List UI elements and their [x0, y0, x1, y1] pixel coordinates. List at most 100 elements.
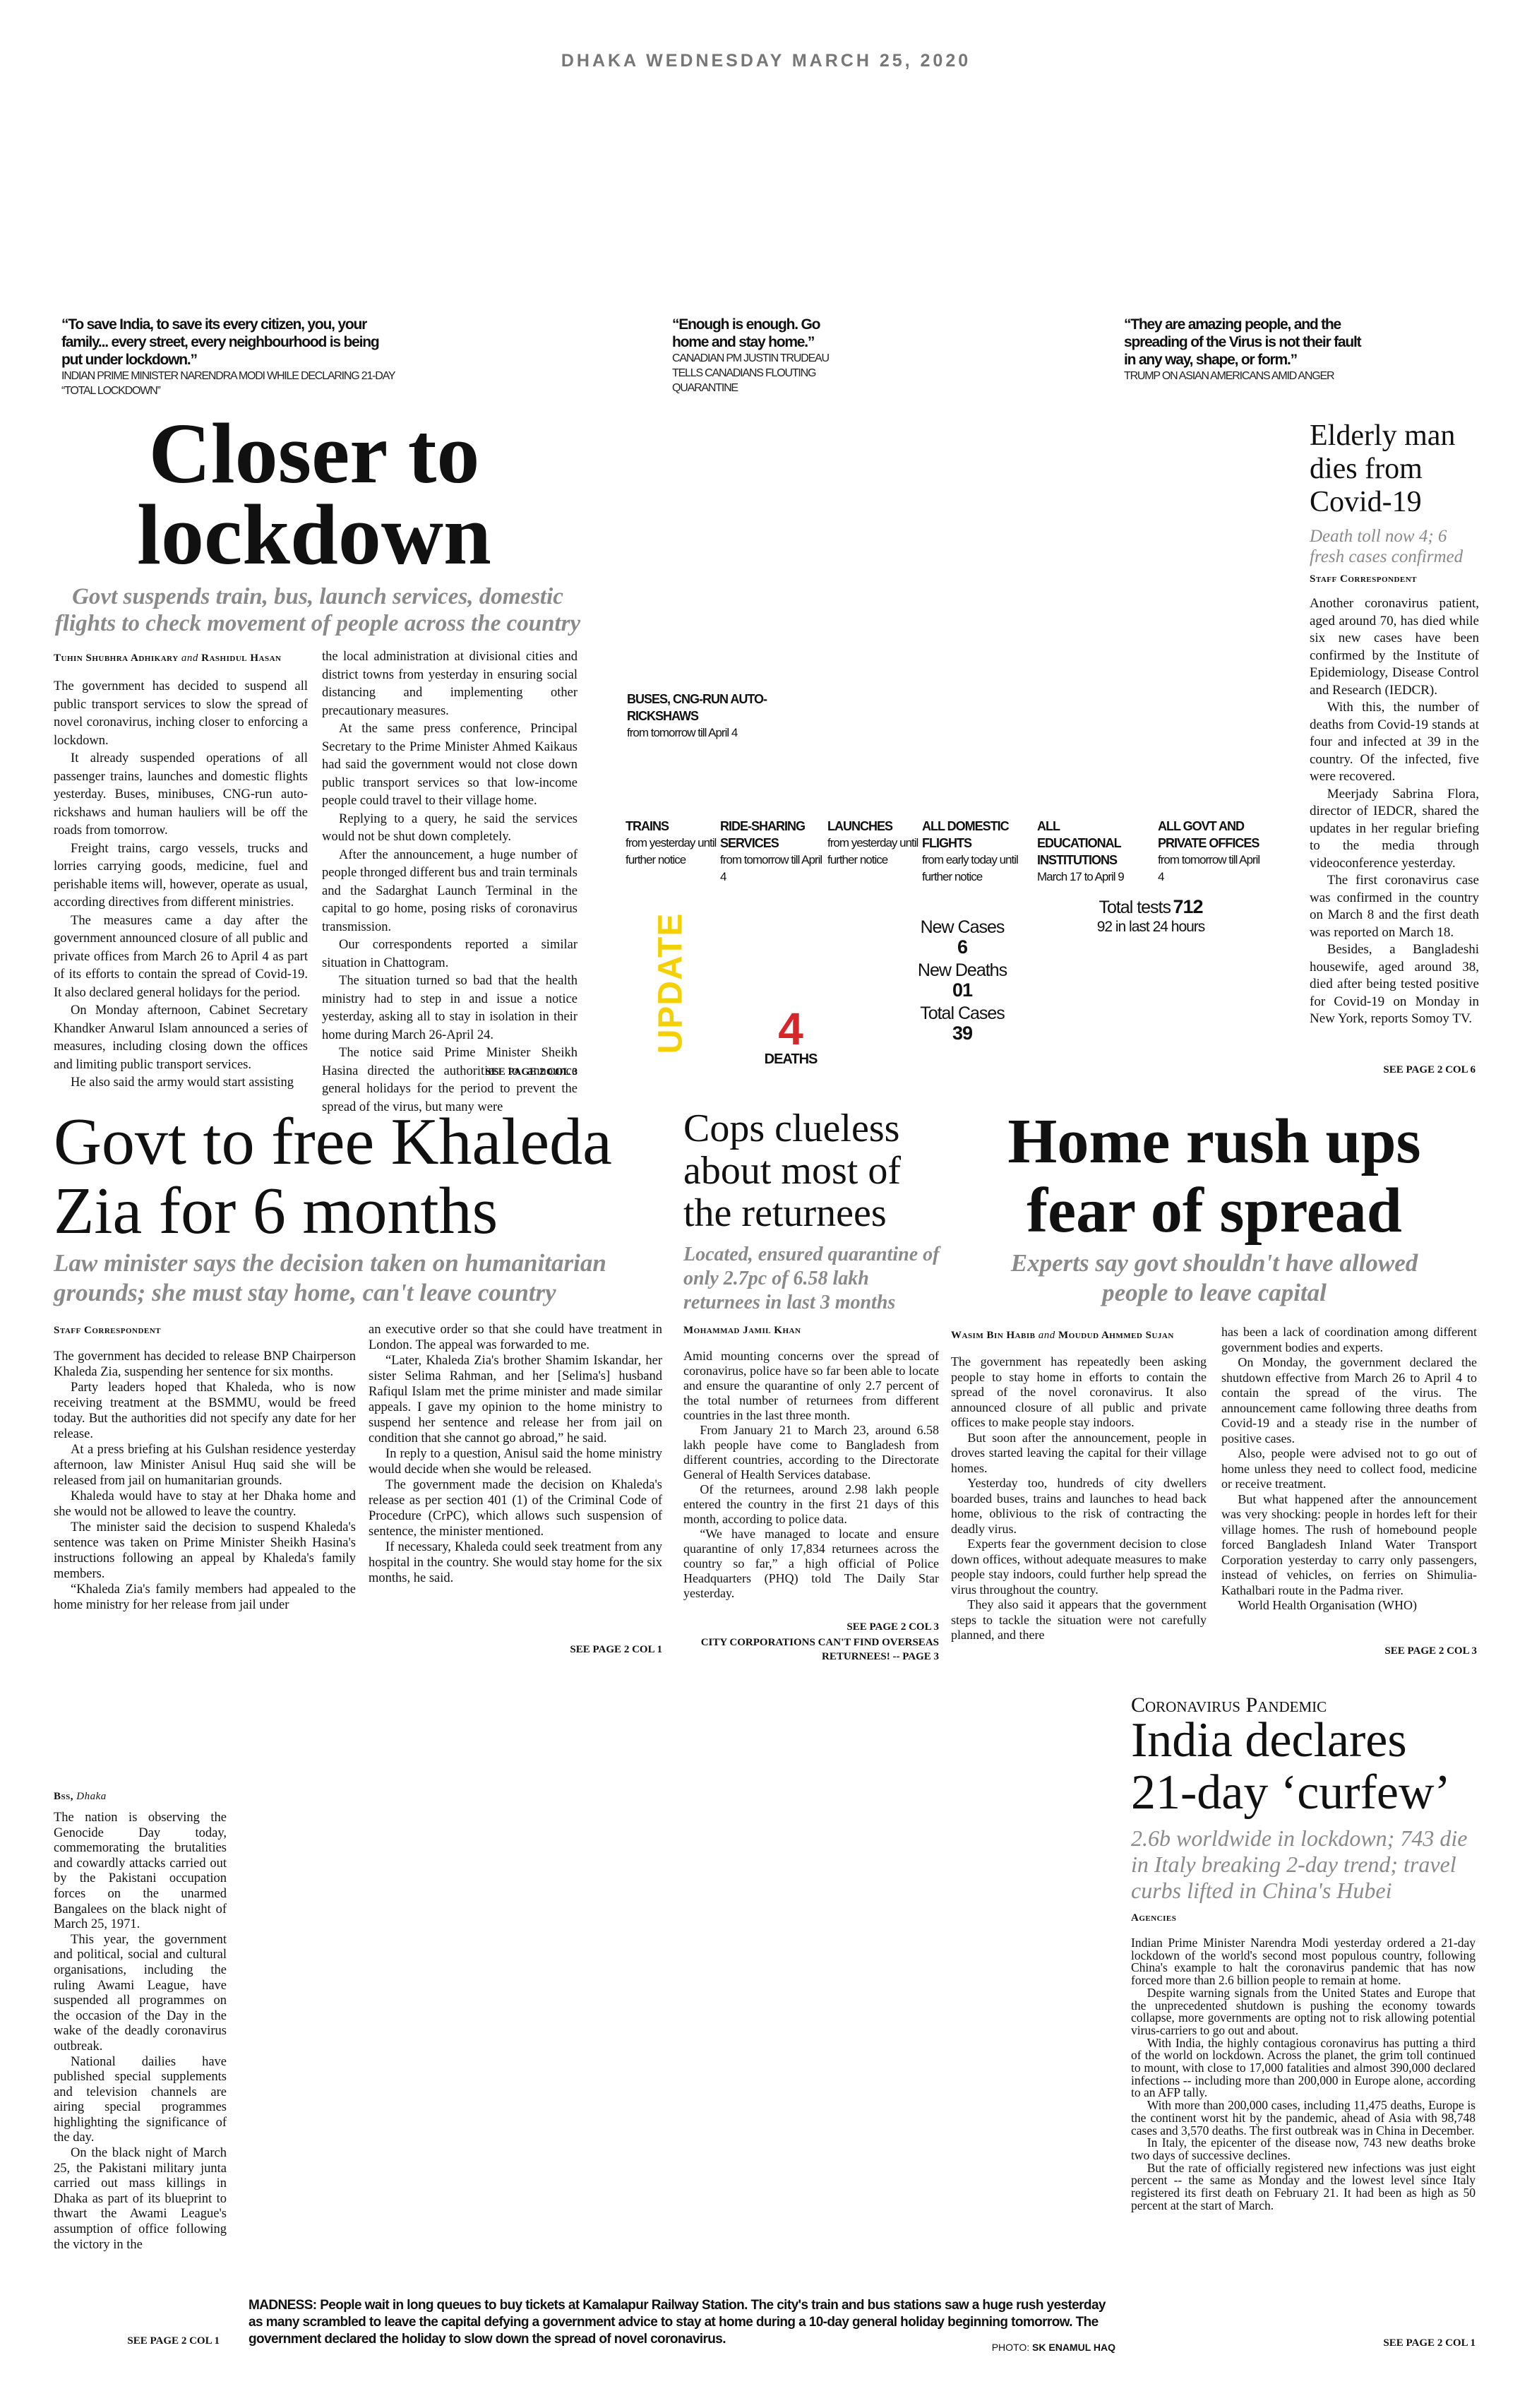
headline-line: lockdown — [137, 487, 491, 583]
author: Rashidul Hasan — [201, 652, 282, 664]
new-cases-label: New Cases — [920, 917, 1005, 937]
paragraph: Meerjady Sabrina Flora, director of IEDC… — [1310, 786, 1479, 871]
update-item: All educational institutionsMarch 17 to … — [1037, 818, 1143, 886]
byline-and: and — [1038, 1330, 1055, 1341]
paragraph: It already suspended operations of all p… — [54, 751, 308, 838]
update-item-title: All domestic flights — [922, 819, 1010, 850]
total-tests-label: Total tests — [1099, 898, 1171, 917]
khaleda-continued-link[interactable]: SEE PAGE 2 COL 1 — [570, 1644, 662, 1655]
paragraph: The notice said Prime Minister Sheikh Ha… — [322, 1046, 578, 1114]
update-item-title: Ride-sharing services — [720, 819, 806, 850]
quote-trudeau: “Enough is enough. Go home and stay home… — [672, 316, 849, 395]
photo-caption: MADNESS: People wait in long queues to b… — [249, 2297, 1117, 2348]
elderly-body: Another coronavirus patient, aged around… — [1310, 595, 1479, 1028]
cops-continued-link[interactable]: SEE PAGE 2 COL 3 — [846, 1621, 939, 1633]
homerush-byline: Wasim Bin Habib and Moudud Ahmmed Sujan — [951, 1330, 1174, 1342]
total-tests-value: 712 — [1173, 896, 1203, 917]
paragraph: The government made the decision on Khal… — [369, 1478, 662, 1539]
stats-block: New Cases 6 New Deaths 01 Total Cases 39 — [906, 917, 1019, 1044]
india-subhead: 2.6b worldwide in lockdown; 743 die in I… — [1131, 1825, 1468, 1903]
dateline: DHAKA WEDNESDAY MARCH 25, 2020 — [561, 51, 971, 71]
paragraph: But the rate of officially registered ne… — [1131, 2160, 1476, 2212]
paragraph: “Khaleda Zia's family members had appeal… — [54, 1583, 356, 1612]
update-item-title: Trains — [626, 819, 669, 833]
credit-label: PHOTO: — [991, 2342, 1030, 2353]
update-item-detail: from tomorrow till April 4 — [720, 853, 822, 883]
lead-headline: Closer to lockdown — [42, 406, 586, 583]
paragraph: If necessary, Khaleda could seek treatme… — [369, 1540, 662, 1585]
paragraph: National dailies have published special … — [54, 2054, 227, 2145]
india-continued-link[interactable]: SEE PAGE 2 COL 1 — [1383, 2337, 1476, 2349]
total-cases-value: 39 — [952, 1023, 973, 1044]
paragraph: World Health Organisation (WHO) — [1238, 1598, 1418, 1612]
paragraph: Besides, a Bangladeshi housewife, aged a… — [1310, 942, 1479, 1026]
update-item: Launchesfrom yesterday until further not… — [827, 818, 933, 869]
khaleda-headline: Govt to free Khaleda Zia for 6 months — [54, 1105, 612, 1248]
paragraph: The first coronavirus case was confirmed… — [1310, 873, 1479, 940]
khaleda-byline: Staff Correspondent — [54, 1325, 162, 1336]
update-item-detail: from tomorrow till April 4 — [1158, 853, 1260, 883]
paragraph: an executive order so that she could hav… — [369, 1323, 662, 1352]
lead-continued-link[interactable]: SEE PAGE 2 COL 3 — [485, 1066, 578, 1078]
homerush-continued-link[interactable]: SEE PAGE 2 COL 3 — [1384, 1645, 1477, 1657]
paragraph: “We have managed to locate and ensure qu… — [683, 1527, 939, 1600]
tests-block: Total tests 712 92 in last 24 hours — [1087, 897, 1214, 936]
paragraph: The nation is observing the Genocide Day… — [54, 1811, 227, 1932]
update-item: Trainsfrom yesterday until further notic… — [626, 818, 731, 869]
cops-related-link[interactable]: CITY CORPORATIONS CAN'T FIND OVERSEAS RE… — [700, 1637, 939, 1662]
paragraph: “Later, Khaleda Zia's brother Shamim Isk… — [369, 1354, 662, 1446]
cops-headline: Cops clueless about most of the returnee… — [683, 1107, 901, 1235]
paragraph: The situation turned so bad that the hea… — [322, 974, 578, 1042]
khaleda-body-col2: an executive order so that she could hav… — [369, 1322, 662, 1586]
update-item-detail: March 17 to April 9 — [1037, 870, 1125, 883]
genocide-byline: Bss, Dhaka — [54, 1791, 107, 1803]
quote-source: Canadian PM Justin Trudeau tells Canadia… — [672, 352, 830, 394]
paragraph: has been a lack of coordination among di… — [1221, 1325, 1477, 1354]
paragraph: The minister said the decision to suspen… — [54, 1520, 356, 1581]
quote-source: Indian Prime Minister Narendra Modi whil… — [61, 370, 395, 397]
homerush-body-col2: has been a lack of coordination among di… — [1221, 1325, 1477, 1614]
byline-and: and — [181, 652, 198, 664]
paragraph: In Italy, the epicenter of the disease n… — [1131, 2135, 1476, 2162]
india-kicker: Coronavirus Pandemic — [1131, 1693, 1327, 1717]
paragraph: Amid mounting concerns over the spread o… — [683, 1349, 939, 1422]
elderly-continued-link[interactable]: SEE PAGE 2 COL 6 — [1383, 1064, 1476, 1075]
paragraph: Of the returnees, around 2.98 lakh peopl… — [683, 1482, 939, 1526]
dateline-place: Dhaka — [76, 1791, 107, 1802]
total-cases-label: Total Cases — [920, 1003, 1005, 1023]
paragraph: But soon after the announcement, people … — [951, 1430, 1207, 1475]
paragraph: With this, the number of deaths from Cov… — [1310, 700, 1479, 784]
author: Wasim Bin Habib — [951, 1330, 1036, 1341]
paragraph: Indian Prime Minister Narendra Modi yest… — [1131, 1936, 1476, 1988]
new-deaths-label: New Deaths — [917, 960, 1007, 980]
paragraph: The government has decided to suspend al… — [54, 679, 308, 748]
agency: Bss, — [54, 1791, 73, 1802]
cops-body: Amid mounting concerns over the spread o… — [683, 1349, 939, 1601]
quote-text: “They are amazing people, and the spread… — [1124, 316, 1362, 368]
genocide-continued-link[interactable]: SEE PAGE 2 COL 1 — [127, 2335, 220, 2347]
cops-subhead: Located, ensured quarantine of only 2.7p… — [683, 1244, 940, 1313]
headline-line: Closer to — [148, 406, 480, 501]
paragraph: The government has decided to release BN… — [54, 1349, 356, 1379]
paragraph: From January 21 to March 23, around 6.58… — [683, 1423, 939, 1482]
quote-text: “Enough is enough. Go home and stay home… — [672, 316, 820, 350]
india-byline: Agencies — [1131, 1912, 1177, 1924]
update-item: All domestic flightsfrom early today unt… — [922, 818, 1028, 886]
paragraph: On Monday afternoon, Cabinet Secretary K… — [54, 1003, 308, 1072]
update-item-title: Buses, CNG-run auto-rickshaws — [627, 692, 767, 723]
paragraph: On the black night of March 25, the Paki… — [54, 2146, 227, 2252]
author: Tuhin Shubhra Adhikary — [54, 652, 179, 664]
update-item-title: All govt and private offices — [1158, 819, 1259, 850]
paragraph: With more than 200,000 cases, including … — [1131, 2098, 1476, 2138]
paragraph: Despite warning signals from the United … — [1131, 1985, 1476, 2037]
india-body: Indian Prime Minister Narendra Modi yest… — [1131, 1936, 1476, 2212]
paragraph: At a press briefing at his Gulshan resid… — [54, 1443, 356, 1488]
lead-body-col1: The government has decided to suspend al… — [54, 678, 308, 1092]
paragraph: At the same press conference, Principal … — [322, 722, 578, 808]
paragraph: He also said the army would start assist… — [71, 1075, 294, 1090]
author: Moudud Ahmmed Sujan — [1058, 1330, 1174, 1341]
elderly-subhead: Death toll now 4; 6 fresh cases confirme… — [1310, 527, 1464, 566]
elderly-byline: Staff Correspondent — [1310, 573, 1418, 585]
quote-trump: “They are amazing people, and the spread… — [1124, 316, 1364, 383]
